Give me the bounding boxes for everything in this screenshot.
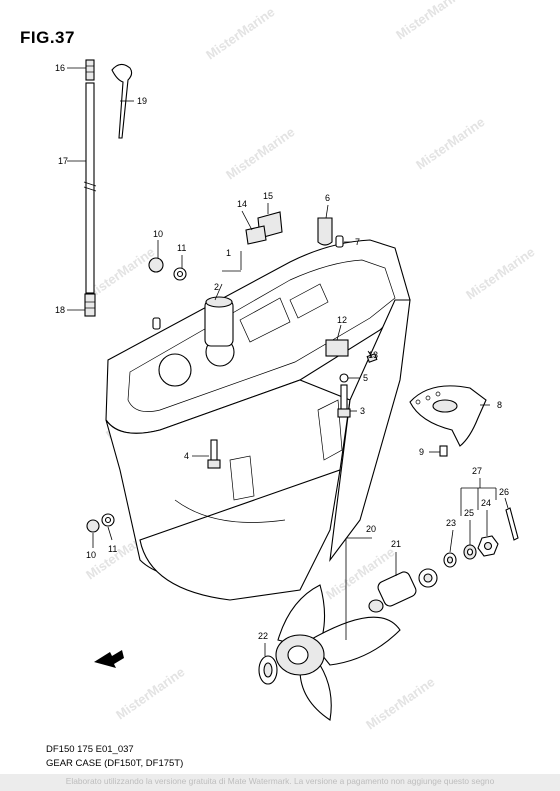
part-23-washer [443, 552, 457, 568]
callout-13: 13 [368, 350, 378, 360]
callout-5: 5 [363, 373, 368, 383]
shift-rod-assembly [83, 59, 97, 317]
part-4-bolt [207, 439, 221, 469]
part-21-bushing [368, 568, 438, 613]
watermark-text: MisterMarine [203, 4, 277, 62]
watermark-text: MisterMarine [413, 114, 487, 172]
part-24-nut [477, 535, 499, 557]
callout-27: 27 [472, 466, 482, 476]
callout-20: 20 [366, 524, 376, 534]
watermark-text: MisterMarine [223, 124, 297, 182]
watermark-text: MisterMarine [463, 244, 537, 302]
part-7-dowel-pin [335, 235, 344, 248]
part-3-bolt [337, 384, 351, 418]
part-12-anode [325, 339, 349, 357]
callout-14: 14 [237, 199, 247, 209]
part-20-propeller [275, 584, 401, 721]
part-8-trim-tab [409, 385, 487, 447]
callout-2: 2 [214, 282, 219, 292]
watermark-notice-band [0, 774, 560, 791]
part-10-plug [148, 257, 164, 273]
housing-small-parts [86, 211, 448, 533]
watermark-text: MisterMarine [393, 0, 467, 42]
part-5-washer [339, 373, 349, 383]
callout-9: 9 [419, 447, 424, 457]
part-25-washer [463, 544, 477, 560]
figure-caption: GEAR CASE (DF150T, DF175T) [46, 758, 184, 769]
callout-8: 8 [497, 400, 502, 410]
callout-10: 10 [153, 229, 163, 239]
watermark-notice: Elaborato utilizzando la versione gratui… [65, 776, 495, 786]
callout-22: 22 [258, 631, 268, 641]
part-26-cotter-pin [505, 507, 519, 541]
forward-arrow-icon [94, 650, 124, 668]
callout-11: 11 [177, 243, 186, 253]
callout-19: 19 [137, 96, 147, 106]
callout-26: 26 [499, 487, 509, 497]
callout-7: 7 [355, 237, 360, 247]
part-dowel-pin [152, 317, 161, 330]
gear-case-housing [105, 239, 411, 601]
part-18-rod-fitting [84, 293, 96, 317]
part-14-clip [245, 225, 267, 245]
callout-4: 4 [184, 451, 189, 461]
part-6-seal [317, 217, 333, 246]
callout-3: 3 [360, 406, 365, 416]
callout-10-lower: 10 [86, 550, 96, 560]
callout-1: 1 [226, 248, 231, 258]
callout-21: 21 [391, 539, 401, 549]
part-10-lower-plug [86, 519, 100, 533]
callout-18: 18 [55, 305, 65, 315]
callout-17: 17 [58, 156, 68, 166]
callout-15: 15 [263, 191, 273, 201]
figure-title: FIG.37 [20, 28, 75, 47]
callout-23: 23 [446, 518, 456, 528]
callout-labels: 16 17 18 19 1 2 10 11 14 15 6 7 12 13 5 … [55, 63, 509, 641]
watermark-text: MisterMarine [363, 674, 437, 732]
callout-24: 24 [481, 498, 491, 508]
part-9-bolt [439, 445, 448, 457]
callout-11-lower: 11 [108, 544, 117, 554]
leader-lines [67, 67, 509, 656]
callout-12: 12 [337, 315, 347, 325]
callout-25: 25 [464, 508, 474, 518]
watermark-text: MisterMarine [113, 664, 187, 722]
part-22-spacer [258, 655, 278, 685]
callout-16: 16 [55, 63, 65, 73]
part-16-grommet [85, 59, 95, 81]
figure-code: DF150 175 E01_037 [46, 744, 134, 755]
callout-6: 6 [325, 193, 330, 203]
